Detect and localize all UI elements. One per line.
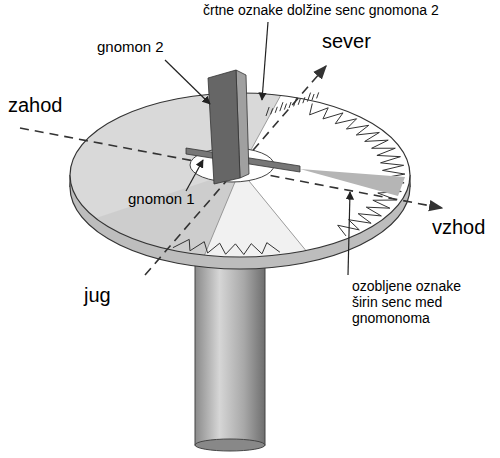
part-label: gnomon 2 <box>97 38 164 55</box>
tick-mark <box>312 94 314 100</box>
zigzag-mark <box>310 104 405 236</box>
shadow-wedge <box>300 169 405 196</box>
leader-line <box>348 192 350 275</box>
tick-mark <box>303 97 305 103</box>
direction-label: vzhod <box>432 216 485 239</box>
direction-label: jug <box>84 284 111 307</box>
direction-label: sever <box>322 30 371 53</box>
tick-mark <box>307 93 310 102</box>
south-north-axis <box>145 66 326 275</box>
leader-line <box>186 160 203 191</box>
tick-mark <box>271 108 273 114</box>
tick-mark <box>280 102 283 111</box>
tick-mark <box>298 99 300 105</box>
tick-mark <box>317 92 319 98</box>
leader-line <box>262 22 268 100</box>
gnomon-2-plate <box>208 70 240 184</box>
disk-top <box>60 60 440 290</box>
callout-label: ozobljene oznake širin senc med gnomonom… <box>352 278 470 326</box>
tick-mark <box>284 104 286 110</box>
leader-line <box>165 60 210 104</box>
tick-mark <box>275 107 277 113</box>
tick-mark <box>289 102 291 108</box>
direction-label: zahod <box>8 94 63 117</box>
zigzag-mark <box>173 239 280 254</box>
pillar <box>195 240 265 451</box>
callout-label: črtne oznake dolžine senc gnomona 2 <box>203 2 439 18</box>
tick-mark <box>266 107 269 116</box>
part-label: gnomon 1 <box>128 190 195 207</box>
